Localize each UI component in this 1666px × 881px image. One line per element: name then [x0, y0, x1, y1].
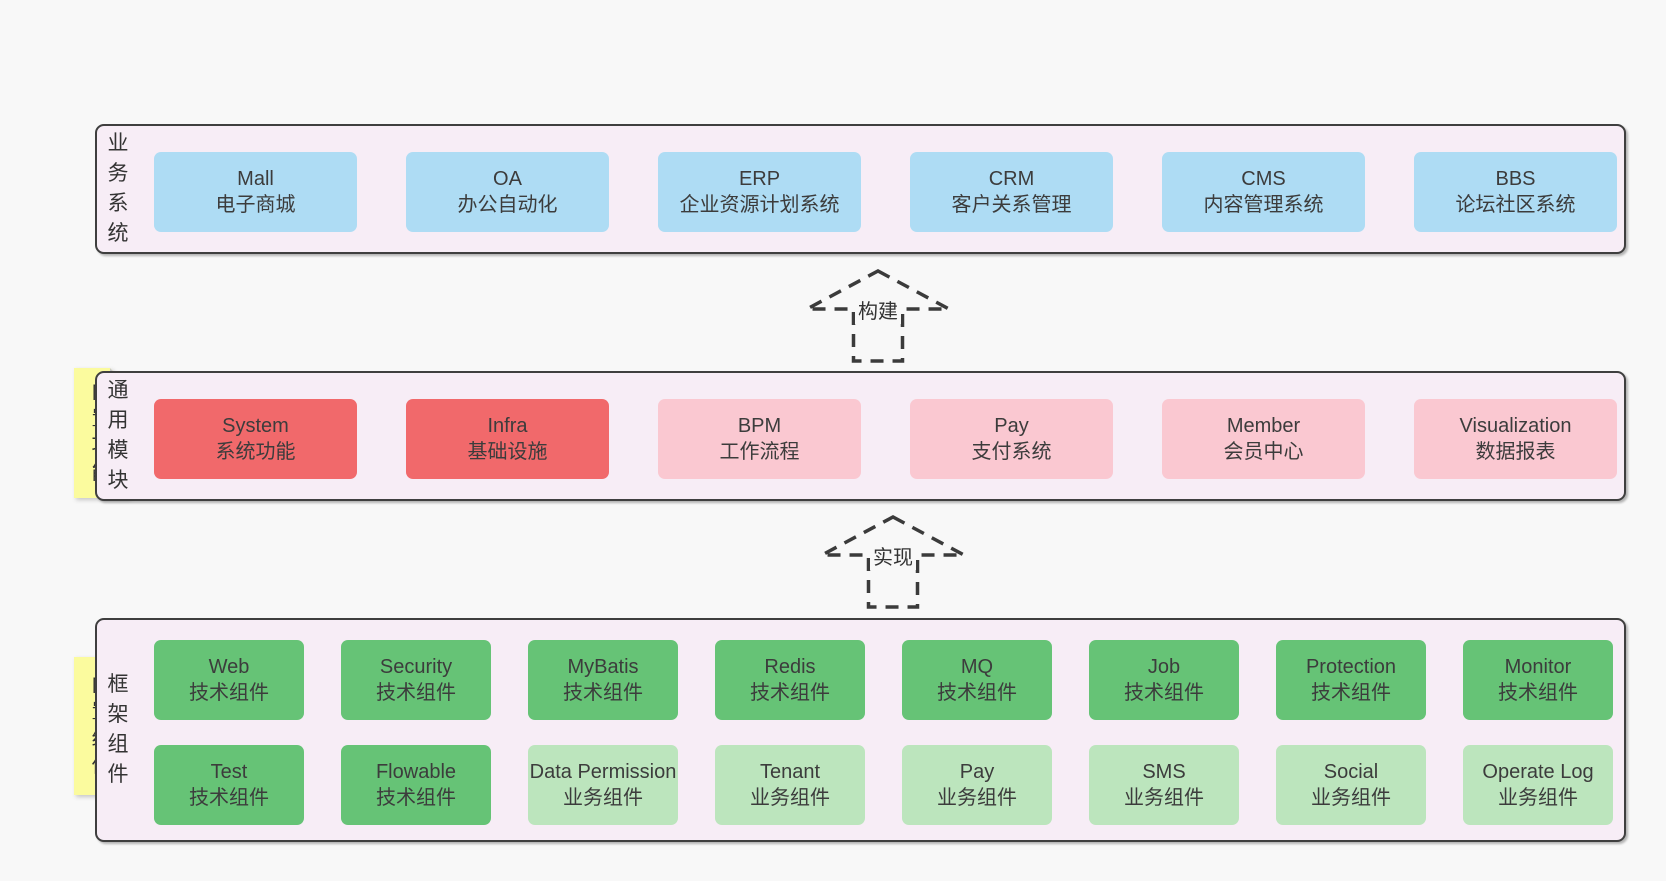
box-subtitle: 客户关系管理	[951, 194, 1072, 216]
box-job: Job 技术组件	[1089, 640, 1239, 720]
box-subtitle: 技术组件	[376, 682, 456, 704]
box-subtitle: 技术组件	[1311, 682, 1391, 704]
box-subtitle: 工作流程	[719, 441, 800, 463]
box-test: Test 技术组件	[154, 745, 304, 825]
box-title: Infra	[487, 415, 528, 437]
box-visualization: Visualization 数据报表	[1414, 399, 1617, 479]
box-subtitle: 电子商城	[215, 194, 296, 216]
box-title: Data Permission	[529, 761, 677, 783]
box-title: Social	[1323, 761, 1379, 783]
box-subtitle: 系统功能	[215, 441, 296, 463]
layer-label-business: 业务系统	[107, 132, 129, 245]
box-subtitle: 业务组件	[1311, 787, 1391, 809]
box-title: Security	[379, 656, 453, 678]
box-subtitle: 办公自动化	[457, 194, 558, 216]
box-subtitle: 技术组件	[189, 682, 269, 704]
box-title: System	[222, 415, 289, 437]
layer-label-components: 框架组件	[107, 673, 129, 786]
box-subtitle: 基础设施	[467, 441, 548, 463]
box-cms: CMS 内容管理系统	[1162, 152, 1365, 232]
layer-business-systems: 业务系统 Mall 电子商城 OA 办公自动化 ERP 企业资源计划系统 CRM…	[95, 124, 1626, 254]
box-mq: MQ 技术组件	[902, 640, 1052, 720]
box-protection: Protection 技术组件	[1276, 640, 1426, 720]
box-subtitle: 技术组件	[376, 787, 456, 809]
box-sms: SMS 业务组件	[1089, 745, 1239, 825]
box-title: MyBatis	[567, 656, 639, 678]
box-title: Mall	[237, 168, 274, 190]
box-member: Member 会员中心	[1162, 399, 1365, 479]
box-crm: CRM 客户关系管理	[910, 152, 1113, 232]
layer-common-modules: 通用模块 System 系统功能 Infra 基础设施 BPM 工作流程 Pay…	[95, 371, 1626, 501]
box-title: BPM	[737, 415, 782, 437]
box-subtitle: 业务组件	[1498, 787, 1578, 809]
box-subtitle: 数据报表	[1475, 441, 1556, 463]
box-title: Protection	[1305, 656, 1397, 678]
sticky-note-builtin-features: 内置功能	[37, 368, 92, 498]
box-mall: Mall 电子商城	[154, 152, 357, 232]
box-subtitle: 技术组件	[750, 682, 830, 704]
box-subtitle: 技术组件	[189, 787, 269, 809]
box-redis: Redis 技术组件	[715, 640, 865, 720]
box-subtitle: 技术组件	[937, 682, 1017, 704]
box-title: Visualization	[1459, 415, 1572, 437]
box-pay-system: Pay 支付系统	[910, 399, 1113, 479]
box-title: Web	[208, 656, 250, 678]
box-title: Pay	[959, 761, 995, 783]
box-system: System 系统功能	[154, 399, 357, 479]
box-title: BBS	[1495, 168, 1536, 190]
box-title: CRM	[988, 168, 1035, 190]
layer-framework-components: 框架组件 Web 技术组件 Security 技术组件 MyBatis 技术组件…	[95, 618, 1626, 842]
box-erp: ERP 企业资源计划系统	[658, 152, 861, 232]
box-subtitle: 技术组件	[1124, 682, 1204, 704]
box-data-permission: Data Permission 业务组件	[528, 745, 678, 825]
box-subtitle: 业务组件	[563, 787, 643, 809]
box-pay-component: Pay 业务组件	[902, 745, 1052, 825]
box-operate-log: Operate Log 业务组件	[1463, 745, 1613, 825]
box-infra: Infra 基础设施	[406, 399, 609, 479]
box-web: Web 技术组件	[154, 640, 304, 720]
box-title: MQ	[960, 656, 994, 678]
box-title: Member	[1226, 415, 1301, 437]
box-title: CMS	[1241, 168, 1286, 190]
box-title: Flowable	[375, 761, 457, 783]
sticky-note-builtin-components: 内置组件	[37, 657, 92, 795]
box-tenant: Tenant 业务组件	[715, 745, 865, 825]
box-title: SMS	[1142, 761, 1186, 783]
box-subtitle: 技术组件	[563, 682, 643, 704]
box-title: Pay	[994, 415, 1029, 437]
box-oa: OA 办公自动化	[406, 152, 609, 232]
box-title: ERP	[738, 168, 781, 190]
box-mybatis: MyBatis 技术组件	[528, 640, 678, 720]
box-title: Test	[210, 761, 248, 783]
box-title: Operate Log	[1482, 761, 1594, 783]
box-monitor: Monitor 技术组件	[1463, 640, 1613, 720]
implement-arrow-icon: 实现	[813, 514, 973, 610]
box-subtitle: 内容管理系统	[1203, 194, 1324, 216]
build-arrow-label: 构建	[855, 300, 901, 324]
box-title: Redis	[764, 656, 816, 678]
box-title: OA	[493, 168, 522, 190]
box-subtitle: 会员中心	[1223, 441, 1304, 463]
box-subtitle: 业务组件	[937, 787, 1017, 809]
box-subtitle: 论坛社区系统	[1455, 194, 1576, 216]
implement-arrow-label: 实现	[870, 546, 916, 570]
box-title: Monitor	[1504, 656, 1572, 678]
box-subtitle: 业务组件	[750, 787, 830, 809]
build-arrow-icon: 构建	[798, 268, 958, 364]
layer-label-modules: 通用模块	[107, 379, 129, 492]
box-security: Security 技术组件	[341, 640, 491, 720]
box-subtitle: 支付系统	[971, 441, 1052, 463]
box-title: Job	[1147, 656, 1181, 678]
box-subtitle: 业务组件	[1124, 787, 1204, 809]
box-social: Social 业务组件	[1276, 745, 1426, 825]
box-title: Tenant	[759, 761, 821, 783]
box-bbs: BBS 论坛社区系统	[1414, 152, 1617, 232]
box-subtitle: 企业资源计划系统	[679, 194, 840, 216]
box-subtitle: 技术组件	[1498, 682, 1578, 704]
box-flowable: Flowable 技术组件	[341, 745, 491, 825]
box-bpm: BPM 工作流程	[658, 399, 861, 479]
